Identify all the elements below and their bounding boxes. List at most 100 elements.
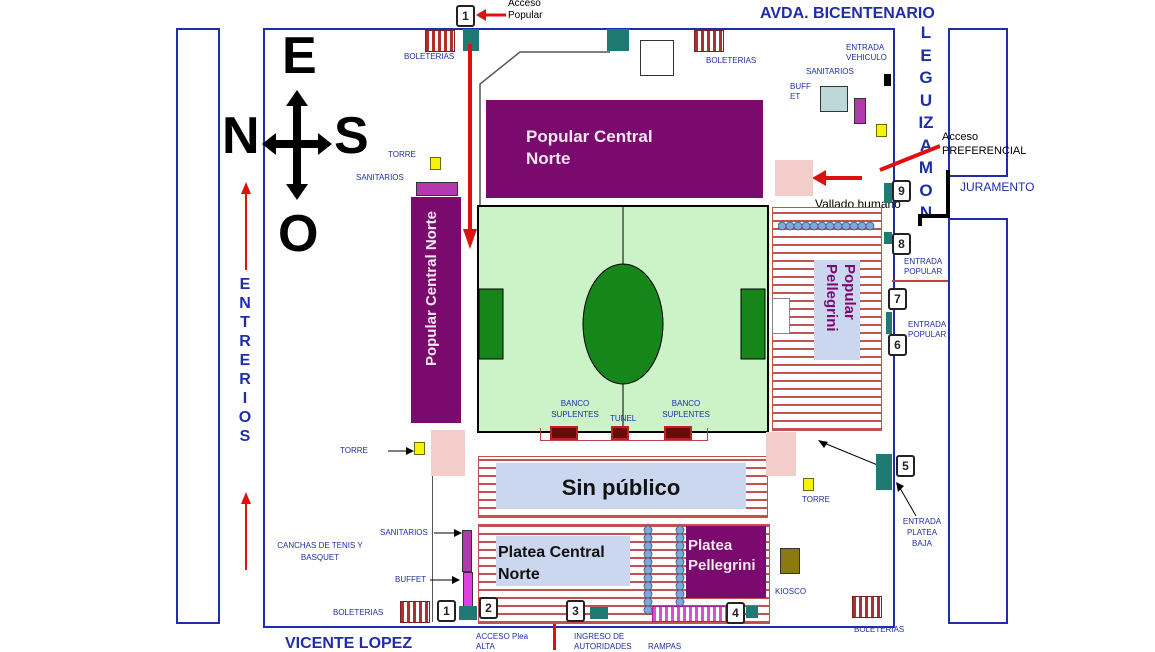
torre-arrow-left (388, 447, 414, 455)
access-path-top (463, 44, 610, 254)
stadium-outline (263, 28, 895, 628)
boleterias-label-top-right: BOLETERIAS (706, 56, 757, 65)
compass-east: E (282, 27, 317, 85)
boleterias-label-top-left: BOLETERIAS (404, 52, 455, 61)
boleterias-label-bottom-left: BOLETERIAS (333, 608, 384, 617)
acceso-preferencial-zone (775, 160, 813, 196)
corner-zone-right (766, 432, 796, 476)
torre-marker-left (414, 442, 425, 455)
corner-zone-left (431, 430, 465, 476)
entrada-popular-label-top: ENTRADA POPULAR (904, 257, 943, 276)
entrada-vehiculo-marker (884, 74, 891, 86)
banco-suplentes-right-label: BANCO SUPLENTES (662, 399, 710, 419)
torre-label-left: TORRE (340, 446, 368, 455)
gate-block-7 (886, 312, 892, 334)
torre-label-top-left: TORRE (388, 150, 416, 159)
rampas-label: RAMPAS (648, 642, 682, 651)
compass-north: N (222, 107, 260, 165)
buffet-arrow-bottom (430, 576, 460, 584)
street-entre-rios-block (176, 28, 220, 624)
entrada-popular-label-bottom: ENTRADA POPULAR (908, 320, 947, 339)
gate-8: 8 (892, 233, 911, 255)
gate-block-8 (884, 232, 892, 244)
ingreso-autoridades-label: INGRESO DE AUTORIDADES (574, 632, 632, 651)
gate-block-3 (590, 607, 608, 619)
entre-rios-arrows (241, 182, 251, 570)
gate-block-1-bottom (459, 606, 477, 620)
stand-popular-central-norte-top-label: Popular Central Norte (526, 127, 653, 168)
banco-suplentes-left (550, 426, 578, 440)
stand-popular-pellegrini: Popular Pellegrini (814, 260, 860, 360)
street-avda-bicentenario: AVDA. BICENTENARIO (760, 5, 935, 22)
torre-label-right: TORRE (802, 495, 830, 504)
gate-5-arrow (818, 440, 880, 467)
sanitarios-marker-bottom (462, 530, 472, 572)
torre-marker-right (803, 478, 814, 491)
stand-popular-central-norte-top: Popular Central Norte (486, 100, 763, 198)
gate-block-5 (876, 454, 892, 490)
acceso-preferencial-arrows (812, 144, 940, 186)
gate-3: 3 (566, 600, 585, 622)
sanitarios-label-left: SANITARIOS (356, 173, 404, 182)
torre-marker-top-left (430, 157, 441, 170)
buffet-label-top: BUFF ET (790, 82, 811, 101)
acceso-platea-alta-label: ACCESO Plea ALTA (476, 632, 529, 651)
stand-platea-pellegrini-label: Platea Pellegrini (688, 537, 756, 574)
canchas-label: CANCHAS DE TENIS Y BASQUET (277, 541, 363, 562)
boleterias-booth-bottom-left (400, 601, 430, 623)
top-gate-block-left (463, 29, 479, 51)
torre-marker-top-right (876, 124, 887, 137)
gate-block-9 (884, 183, 892, 203)
compass-west: O (278, 205, 319, 263)
compass-south: S (334, 107, 369, 165)
acceso-preferencial-label: Acceso PREFERENCIAL (942, 131, 1027, 157)
path-line-left (432, 476, 433, 622)
sanitarios-marker-top (854, 98, 866, 124)
boleterias-booth-top-right (694, 30, 724, 52)
stand-popular-central-norte-left-label: Popular Central Norte (423, 211, 440, 367)
stand-platea-central-norte: Platea Central Norte (496, 536, 630, 586)
kiosco-label: KIOSCO (775, 587, 807, 596)
street-entre-rios: ENTRE RIOS (238, 276, 252, 445)
acceso-popular-arrow-icon (476, 9, 506, 21)
pellegrini-white-block (772, 298, 790, 334)
stand-platea-pellegrini: Platea Pellegrini (686, 526, 766, 598)
street-juramento: JURAMENTO (960, 180, 1035, 194)
gate-2: 2 (479, 597, 498, 619)
banco-suplentes-left-label: BANCO SUPLENTES (551, 399, 599, 419)
stand-sin-publico: Sin público (496, 463, 746, 509)
banco-suplentes-right (664, 426, 692, 440)
leguizamon-barrier (918, 170, 950, 226)
boleterias-booth-bottom-right (852, 596, 882, 618)
buffet-building-top (820, 86, 848, 112)
top-gate-block-center (607, 29, 629, 51)
gate-5: 5 (896, 455, 915, 477)
stand-popular-central-norte-left: Popular Central Norte (411, 197, 461, 423)
entrada-platea-baja-label: ENTRADA PLATEA BAJA (902, 517, 942, 548)
bench-line (540, 428, 708, 441)
entrada-platea-baja-arrow (896, 482, 917, 516)
buffet-label-bottom: BUFFET (395, 575, 427, 584)
acceso-popular-label: Acceso Popular (508, 0, 543, 21)
gate-block-4 (746, 606, 758, 618)
tunel (611, 426, 629, 440)
ingreso-autoridades-marker (553, 624, 556, 650)
boleterias-booth-top-left (425, 30, 455, 52)
street-juramento-block-lower (948, 218, 1008, 624)
sanitarios-label-bottom: SANITARIOS (380, 528, 428, 537)
gate-4: 4 (726, 602, 745, 624)
stand-sin-publico-label: Sin público (561, 475, 681, 500)
gate-6: 6 (888, 334, 907, 356)
street-leguizamon: LEGUIZAMON (918, 23, 934, 222)
gate-9: 9 (892, 180, 911, 202)
entrada-vehiculo-label: ENTRADA VEHICULO (846, 43, 887, 62)
street-vicente-lopez: VICENTE LOPEZ (285, 635, 413, 652)
gate-7: 7 (888, 288, 907, 310)
gate-1-top: 1 (456, 5, 475, 27)
compass-cross-icon (262, 90, 332, 200)
sanitarios-arrow-bottom (434, 529, 462, 537)
sanitarios-marker-left (416, 182, 458, 196)
street-leguizamon-block (948, 28, 1008, 177)
tunel-label: TUNEL (610, 414, 637, 423)
vallado-humano-chain (778, 221, 875, 231)
